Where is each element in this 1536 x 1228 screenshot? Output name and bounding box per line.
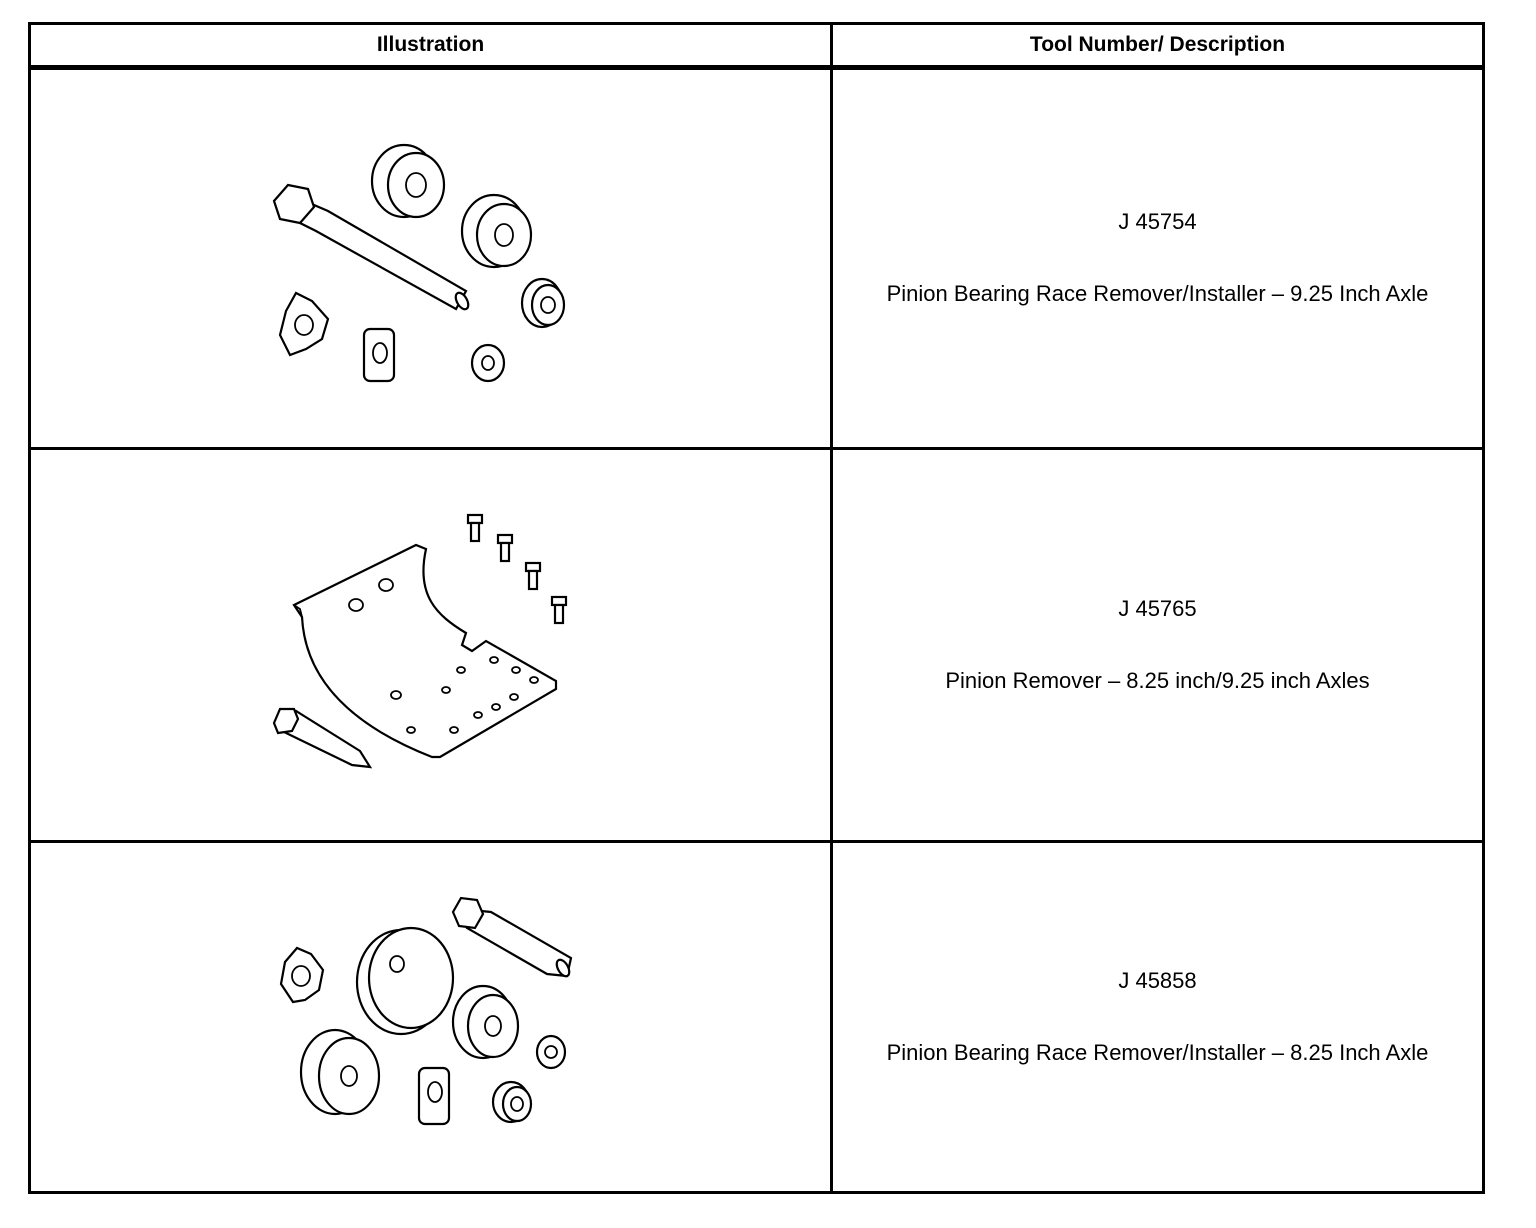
bearing-ring-drawing	[520, 278, 565, 329]
race-remover-installer-9-25-illustration	[272, 144, 565, 383]
lock-plate-drawing	[278, 291, 329, 357]
tool-number: J 45858	[1118, 967, 1197, 993]
illustration-column-header: Illustration	[28, 22, 833, 70]
nut-drawing	[417, 1066, 450, 1125]
forcing-screw-drawing	[272, 184, 469, 311]
tool-description-cell: J 45858 Pinion Bearing Race Remover/Inst…	[830, 839, 1485, 1195]
middle-race-adapter-drawing	[460, 194, 532, 269]
special-tools-table: Illustration Tool Number/ Description	[28, 22, 1485, 1195]
lower-race-adapter-drawing	[299, 1028, 380, 1115]
tool-number: J 45754	[1118, 209, 1197, 235]
right-race-adapter-drawing	[451, 984, 519, 1059]
forcing-screw-drawing	[451, 896, 572, 978]
illustration-cell	[28, 66, 833, 450]
tool-description: Pinion Bearing Race Remover/Installer – …	[886, 1039, 1429, 1065]
washer-drawing	[470, 344, 505, 383]
table-row: J 45858 Pinion Bearing Race Remover/Inst…	[28, 839, 1485, 1195]
illustration-cell	[28, 839, 833, 1195]
remover-pin-drawing	[272, 707, 372, 768]
table-header-row: Illustration Tool Number/ Description	[28, 22, 1485, 70]
tool-number: J 45765	[1118, 595, 1197, 621]
table-row: J 45765 Pinion Remover – 8.25 inch/9.25 …	[28, 446, 1485, 843]
description-column-header: Tool Number/ Description	[830, 22, 1485, 70]
table-row: J 45754 Pinion Bearing Race Remover/Inst…	[28, 66, 1485, 450]
bracket-bolts-drawing	[466, 513, 567, 624]
remover-bracket-drawing	[291, 543, 557, 758]
tool-description-cell: J 45754 Pinion Bearing Race Remover/Inst…	[830, 66, 1485, 450]
tool-description: Pinion Bearing Race Remover/Installer – …	[886, 281, 1429, 307]
pinion-remover-illustration	[272, 513, 567, 768]
receiver-cup-drawing	[355, 926, 454, 1035]
bearing-ring-drawing	[491, 1080, 532, 1123]
race-remover-installer-8-25-illustration	[279, 896, 572, 1125]
washer-drawing	[535, 1034, 566, 1069]
nut-drawing	[362, 328, 395, 383]
tool-description-cell: J 45765 Pinion Remover – 8.25 inch/9.25 …	[830, 446, 1485, 843]
lock-plate-drawing	[279, 946, 324, 1003]
upper-race-adapter-drawing	[370, 144, 445, 219]
illustration-cell	[28, 446, 833, 843]
tool-description: Pinion Remover – 8.25 inch/9.25 inch Axl…	[945, 667, 1370, 693]
